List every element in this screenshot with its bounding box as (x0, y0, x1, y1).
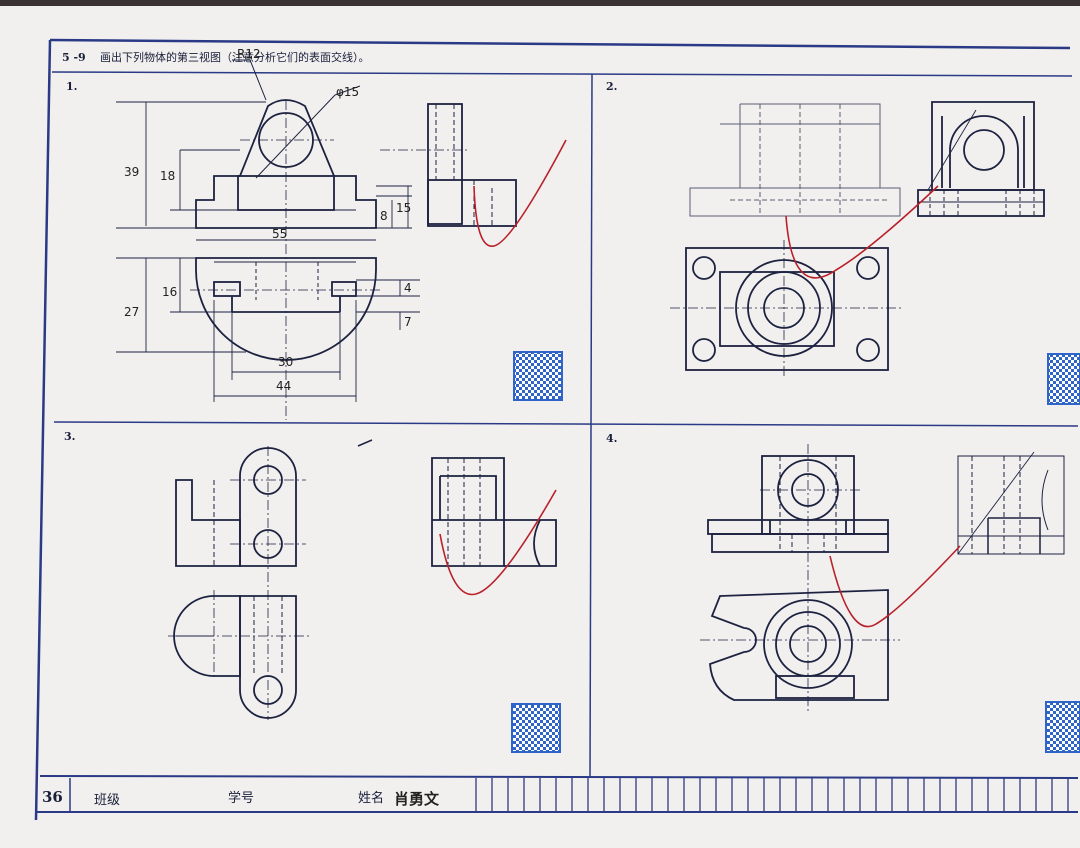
svg-text:18: 18 (160, 169, 175, 183)
panel-1-label: 1. (66, 80, 77, 93)
exercise-instruction: 画出下列物体的第三视图（注意分析它们的表面交线）。 (100, 50, 370, 64)
panel-1-drawing (116, 59, 517, 420)
panel-1-red-construction-line (473, 139, 567, 247)
panel-2-drawing (670, 101, 1045, 378)
svg-text:φ15: φ15 (336, 85, 359, 99)
class-label: 班级 (94, 793, 120, 808)
footer-grid (69, 778, 1069, 812)
svg-text:4: 4 (404, 281, 412, 295)
svg-text:8: 8 (380, 209, 388, 223)
panel-3-pen-mark (357, 439, 373, 447)
panel-3-qr-code (511, 703, 561, 753)
svg-text:15: 15 (396, 201, 411, 215)
svg-text:27: 27 (124, 305, 139, 319)
svg-text:30: 30 (278, 355, 293, 369)
panel-4-miter-line (957, 451, 1035, 555)
svg-text:R12: R12 (237, 47, 261, 61)
panel-2-label: 2. (606, 80, 617, 93)
panel-2-miter-line (927, 109, 977, 191)
svg-text:16: 16 (162, 285, 177, 299)
panel-1-dimensions: R12 φ15 39 18 8 15 55 27 16 4 7 30 44 (124, 47, 412, 393)
panel-4-label: 4. (606, 432, 617, 445)
panel-3-red-construction-line (439, 489, 557, 596)
name-value: 肖勇文 (394, 790, 440, 808)
svg-text:39: 39 (124, 165, 139, 179)
name-label: 姓名 (358, 790, 384, 806)
student-id-label: 学号 (228, 790, 254, 806)
panel-4-red-construction-line (829, 545, 961, 628)
page-top-shadow (0, 0, 1080, 6)
exercise-number: 5 -9 (62, 51, 86, 64)
svg-text:44: 44 (276, 379, 291, 393)
svg-text:55: 55 (272, 227, 287, 241)
svg-text:7: 7 (404, 315, 412, 329)
page-frame (34, 38, 1079, 821)
panel-2-red-construction-line (785, 185, 939, 279)
panel-1-qr-code (513, 351, 563, 401)
panel-4-drawing (700, 444, 1065, 712)
panel-4-qr-code (1045, 701, 1080, 753)
panel-2-qr-code (1047, 353, 1080, 405)
panel-3-label: 3. (64, 430, 75, 443)
page-number: 36 (42, 788, 63, 806)
panel-3-drawing (168, 446, 557, 720)
